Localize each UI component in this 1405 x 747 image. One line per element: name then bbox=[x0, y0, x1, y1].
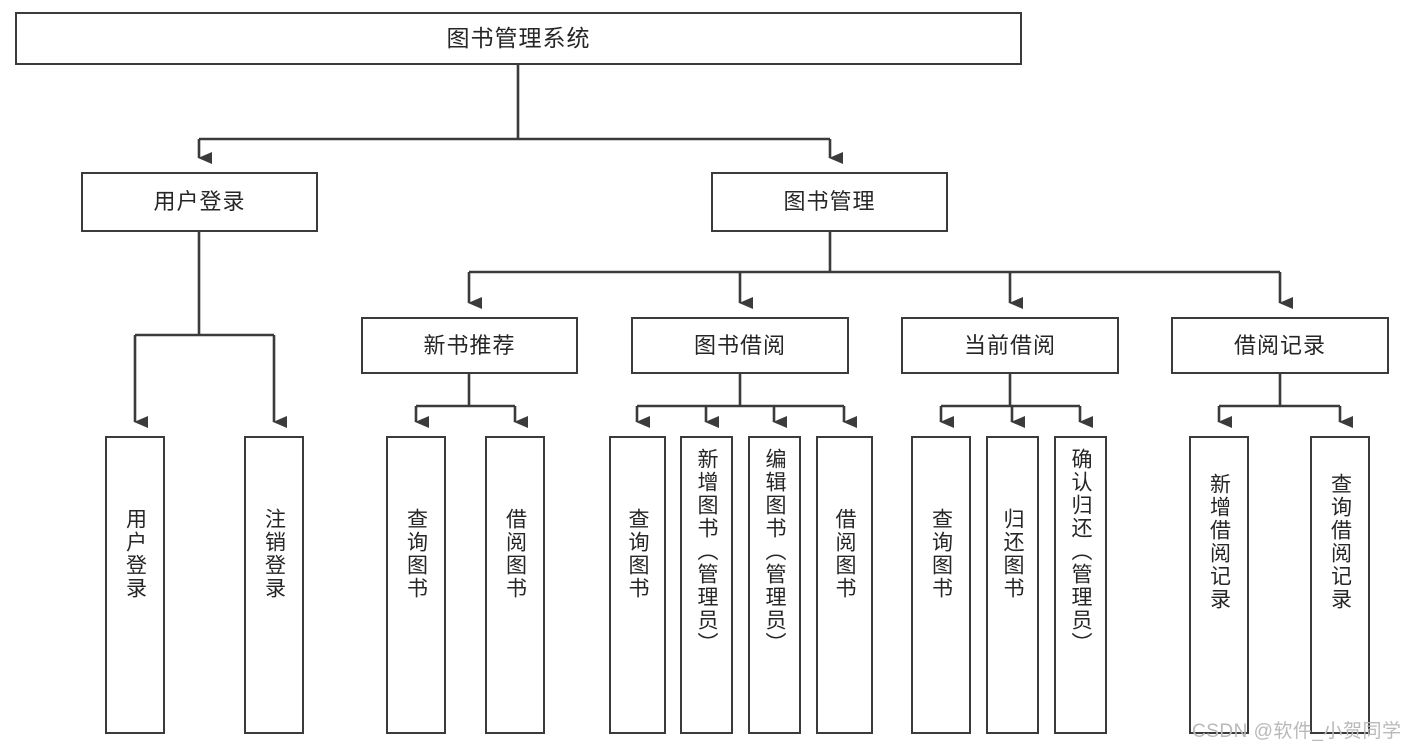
node-leaf-return-book[interactable]: 归还图书 bbox=[986, 436, 1039, 734]
node-book-management[interactable]: 图书管理 bbox=[711, 172, 948, 232]
node-book-borrow-label: 图书借阅 bbox=[693, 332, 786, 358]
node-leaf-logout-login[interactable]: 注销登录 bbox=[244, 436, 304, 734]
node-leaf-borrow-book-1[interactable]: 借阅图书 bbox=[485, 436, 545, 734]
node-leaf-add-borrow-record-label: 新增借阅记录 bbox=[1207, 473, 1231, 611]
node-leaf-query-book-2-label: 查询图书 bbox=[626, 508, 649, 600]
node-current-borrow-label: 当前借阅 bbox=[963, 332, 1056, 358]
node-leaf-query-book-1-label: 查询图书 bbox=[404, 508, 428, 600]
node-root-label: 图书管理系统 bbox=[446, 25, 591, 52]
node-leaf-user-login-label: 用户登录 bbox=[123, 508, 147, 600]
node-leaf-edit-book-admin-label: 编辑图书（管理员） bbox=[763, 448, 786, 655]
node-leaf-query-book-3-label: 查询图书 bbox=[929, 508, 953, 600]
node-leaf-user-login[interactable]: 用户登录 bbox=[105, 436, 165, 734]
node-leaf-query-book-3[interactable]: 查询图书 bbox=[911, 436, 971, 734]
node-leaf-edit-book-admin[interactable]: 编辑图书（管理员） bbox=[748, 436, 801, 734]
node-leaf-query-book-1[interactable]: 查询图书 bbox=[386, 436, 446, 734]
node-user-login-label: 用户登录 bbox=[153, 189, 246, 215]
node-leaf-logout-login-label: 注销登录 bbox=[262, 508, 286, 600]
node-leaf-add-book-admin-label: 新增图书（管理员） bbox=[695, 448, 718, 655]
node-root[interactable]: 图书管理系统 bbox=[15, 12, 1022, 65]
node-leaf-confirm-return-admin[interactable]: 确认归还（管理员） bbox=[1054, 436, 1107, 734]
node-leaf-return-book-label: 归还图书 bbox=[1001, 508, 1024, 600]
node-borrow-record-label: 借阅记录 bbox=[1233, 332, 1326, 358]
node-leaf-query-book-2[interactable]: 查询图书 bbox=[609, 436, 666, 734]
node-leaf-add-borrow-record[interactable]: 新增借阅记录 bbox=[1189, 436, 1249, 734]
node-user-login[interactable]: 用户登录 bbox=[81, 172, 318, 232]
node-leaf-borrow-book-2[interactable]: 借阅图书 bbox=[816, 436, 873, 734]
node-leaf-borrow-book-1-label: 借阅图书 bbox=[503, 508, 527, 600]
node-leaf-confirm-return-admin-label: 确认归还（管理员） bbox=[1069, 448, 1092, 655]
node-leaf-query-borrow-record[interactable]: 查询借阅记录 bbox=[1310, 436, 1370, 734]
node-book-borrow[interactable]: 图书借阅 bbox=[631, 317, 849, 374]
node-new-book-recommend[interactable]: 新书推荐 bbox=[361, 317, 578, 374]
node-borrow-record[interactable]: 借阅记录 bbox=[1171, 317, 1389, 374]
node-current-borrow[interactable]: 当前借阅 bbox=[901, 317, 1119, 374]
watermark: CSDN @软件_小贺同学 bbox=[1192, 721, 1402, 742]
node-book-management-label: 图书管理 bbox=[783, 189, 876, 215]
node-leaf-add-book-admin[interactable]: 新增图书（管理员） bbox=[680, 436, 733, 734]
node-leaf-borrow-book-2-label: 借阅图书 bbox=[833, 508, 856, 600]
node-new-book-recommend-label: 新书推荐 bbox=[423, 332, 516, 358]
node-leaf-query-borrow-record-label: 查询借阅记录 bbox=[1328, 473, 1352, 611]
